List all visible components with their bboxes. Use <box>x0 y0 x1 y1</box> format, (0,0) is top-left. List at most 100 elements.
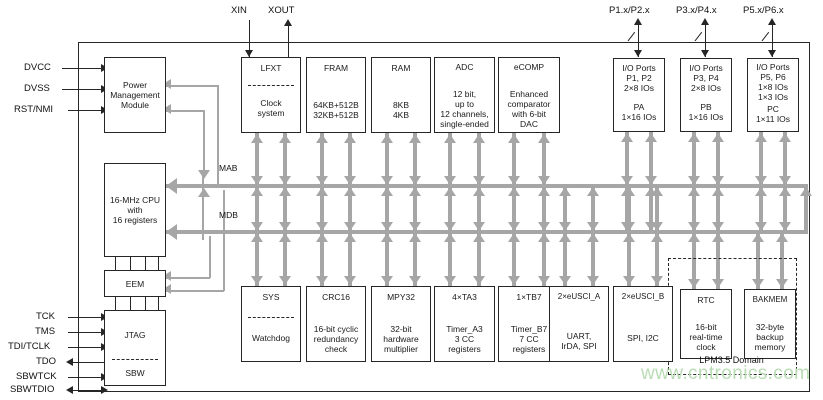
signal-label-xin: XIN <box>231 5 247 16</box>
fram-body-1: 64KB+512B <box>313 100 359 110</box>
bus-connector-arrow <box>538 222 550 231</box>
bus-connector-arrow <box>559 222 571 231</box>
tb7-title: 1×TB7 <box>516 292 542 302</box>
bus-connector-arrow <box>776 279 788 288</box>
signal-line-xout <box>288 25 290 57</box>
bus-connector-arrow <box>508 134 520 143</box>
pmm-feedback-vert-1 <box>217 85 219 185</box>
bus-connector-arrow <box>538 187 550 196</box>
arrow-p1-p2-up <box>634 18 642 25</box>
eem-jtag-stub-2 <box>130 297 132 310</box>
block-adc: ADC 12 bit, up to 12 channels, single-en… <box>434 57 495 133</box>
bus-connector-arrow <box>508 233 520 242</box>
bus-connector-bar <box>625 132 629 186</box>
bus-connector-arrow <box>473 187 485 196</box>
pc-line-3: 1×3 IOs <box>757 92 788 102</box>
eem-jtag-stub-3 <box>145 297 147 310</box>
bus-connector-arrow <box>344 134 356 143</box>
bus-connector-arrow <box>645 187 657 196</box>
pb-line-1: P3, P4 <box>693 73 719 83</box>
bus-connector-arrow <box>381 134 393 143</box>
ecomp-body-1: Enhanced <box>509 89 549 99</box>
signal-label-tck: TCK <box>36 311 55 322</box>
bus-connector-bar <box>627 232 631 286</box>
arrow-xout <box>284 19 292 26</box>
bus-connector-bar <box>512 133 516 186</box>
bus-connector-arrow <box>651 222 663 231</box>
bus-connector-arrow <box>344 276 356 285</box>
ecomp-body-3: with 6-bit <box>511 109 546 119</box>
bus-connector-arrow <box>251 276 263 285</box>
signal-line-p1-p2 <box>638 24 640 57</box>
bus-connector-arrow <box>587 222 599 231</box>
rtc-body-2: real-time <box>689 332 723 342</box>
signal-line-tms <box>68 332 104 334</box>
arrow-p1-p2-down <box>634 50 642 57</box>
bus-connector-arrow <box>688 133 700 142</box>
eem-feedback-vert-2 <box>223 190 225 291</box>
cpu-line-1: 16-MHz CPU <box>109 195 161 205</box>
bus-connector-arrow <box>251 222 263 231</box>
bus-connector-bar <box>320 186 324 232</box>
signal-line-sbwtdio <box>72 390 104 392</box>
bus-mdb <box>166 230 808 234</box>
signal-line-p5-p6 <box>772 24 774 57</box>
bus-connector-bar <box>255 232 259 286</box>
bus-connector-bar <box>413 133 417 186</box>
eusci-a-body-2: IrDA, SPI <box>561 341 597 351</box>
sys-body-1: Watchdog <box>252 333 290 343</box>
bus-connector-bar <box>283 232 287 286</box>
bus-slash-p3-p4 <box>694 31 703 42</box>
bus-connector-arrow <box>251 233 263 242</box>
ram-body-2: 4KB <box>392 110 410 120</box>
signal-line-dvss <box>62 89 104 91</box>
bus-connector-arrow <box>444 233 456 242</box>
bus-connector-arrow <box>587 276 599 285</box>
bus-label-mab: MAB <box>219 163 238 173</box>
signal-label-p5-p6: P5.x/P6.x <box>743 5 784 16</box>
bus-connector-bar <box>477 186 481 232</box>
eem-label: EEM <box>125 278 145 289</box>
bus-connector-bar <box>563 186 567 232</box>
bus-connector-arrow <box>316 222 328 231</box>
bus-connector-arrow <box>279 187 291 196</box>
pmm-feedback-vert-2 <box>203 110 205 172</box>
bus-connector-bar <box>385 186 389 232</box>
eusci-b-title: 2×eUSCI_B <box>621 292 665 301</box>
signal-line-tdo <box>72 362 104 364</box>
bus-connector-arrow <box>279 134 291 143</box>
bus-connector-bar <box>591 186 595 232</box>
ram-body-1: 8KB <box>392 100 410 110</box>
chip-boundary <box>78 42 810 392</box>
pmm-feedback-arrow-1 <box>163 79 171 89</box>
bus-connector-bar <box>320 232 324 286</box>
bus-connector-arrow <box>651 233 663 242</box>
adc-title: ADC <box>455 62 474 72</box>
bus-connector-bar <box>692 232 696 289</box>
bus-connector-bar <box>627 186 631 232</box>
arrow-sbwtdio-left <box>66 385 73 394</box>
bus-connector-arrow <box>473 276 485 285</box>
eusci-b-body-1: SPI, I2C <box>627 333 659 343</box>
block-sys: SYS Watchdog <box>241 286 301 362</box>
eem-feedback-arrow-2 <box>163 284 171 294</box>
bus-connector-bar <box>255 186 259 232</box>
arrow-p5-p6-down <box>768 50 776 57</box>
bus-connector-arrow <box>251 134 263 143</box>
bus-label-mdb: MDB <box>219 210 238 220</box>
bakmem-title: BAKMEM <box>752 295 788 304</box>
bakmem-body-1: 32-byte <box>755 322 785 332</box>
bus-mab-cpu-arrow <box>166 178 177 194</box>
bus-connector-arrow <box>538 233 550 242</box>
lpm35-domain-label: LPM3.5 Domain <box>699 355 764 365</box>
bus-connector-arrow <box>316 176 328 185</box>
bus-connector-bar <box>655 186 659 232</box>
pb-port-ios: 1×16 IOs <box>688 112 724 122</box>
bus-connector-bar <box>591 232 595 286</box>
bus-connector-arrow <box>473 134 485 143</box>
signal-label-dvcc: DVCC <box>24 62 51 73</box>
bus-connector-bar <box>759 186 763 232</box>
arrow-xin <box>245 50 253 57</box>
bus-connector-arrow <box>508 187 520 196</box>
